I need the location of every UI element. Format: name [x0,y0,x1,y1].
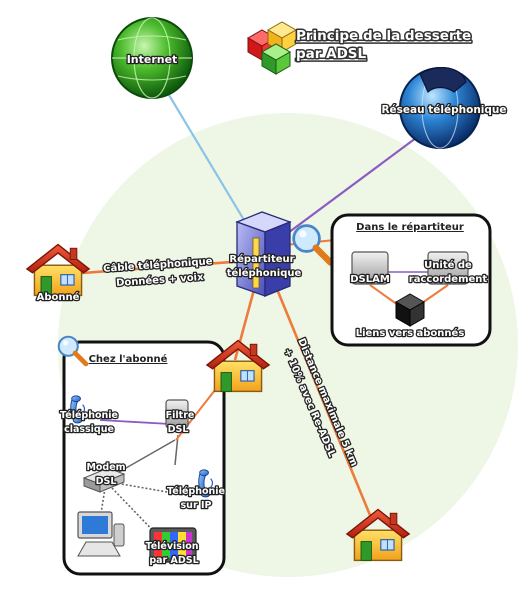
link-phone-repartiteur [264,134,421,251]
filter-icon [165,399,189,429]
repartiteur-detail-box: Dans le répartiteur DSLAM Unité de racco… [330,213,492,347]
unite-icon [427,251,469,285]
computer-icon [77,511,125,557]
modem-line2: DSL [96,476,117,487]
unite-label-line2: raccordement [409,274,488,285]
link-cable-abonne [54,258,261,277]
television-line2: par ADSL [149,555,198,566]
telephonie-classique-line1: Téléphonie [60,410,118,421]
abonne-box-title: Chez l'abonné [89,353,168,365]
link-cable-remote [263,259,374,521]
internet-globe: Internet [111,17,193,99]
title-line1: Principe de la desserte [296,28,471,44]
phone-network-label: Réseau téléphonique [381,104,506,116]
dslam-label: DSLAM [350,274,390,285]
cubes-logo-icon [246,21,298,75]
telephonie-ip-line1: Téléphonie [167,486,225,497]
phone-network-globe: Réseau téléphonique [380,66,508,149]
repartiteur-label-line1: Répartiteur [229,253,294,265]
filtre-line2: DSL [168,424,189,435]
title-block: Principe de la desserte par ADSL [246,21,473,75]
modem-icon [82,467,126,493]
internet-label: Internet [127,53,178,66]
cube-icon [394,293,426,327]
abonne-detail-box: Chez l'abonné Téléphonie classique Filtr… [59,337,226,576]
tv-icon [149,527,197,563]
title-line2: par ADSL [296,46,367,62]
repartiteur-label-line2: téléphonique [227,267,302,279]
server-icon [235,211,292,297]
liens-label: Liens vers abonnés [356,327,465,339]
repartiteur-box-title: Dans le répartiteur [356,221,464,233]
unite-label-line1: Unité de [424,259,472,271]
abonne-node: Abonné [26,243,90,304]
modem-line1: Modem [86,462,125,473]
filtre-line1: Filtre [166,410,195,421]
telephonie-classique-line2: classique [64,424,114,435]
dslam-icon [351,251,389,285]
television-line1: Télévision [145,541,198,552]
repartiteur-node: Répartiteur téléphonique [225,211,331,297]
abonne-label: Abonné [37,291,80,303]
telephonie-ip-line2: sur IP [181,500,212,511]
